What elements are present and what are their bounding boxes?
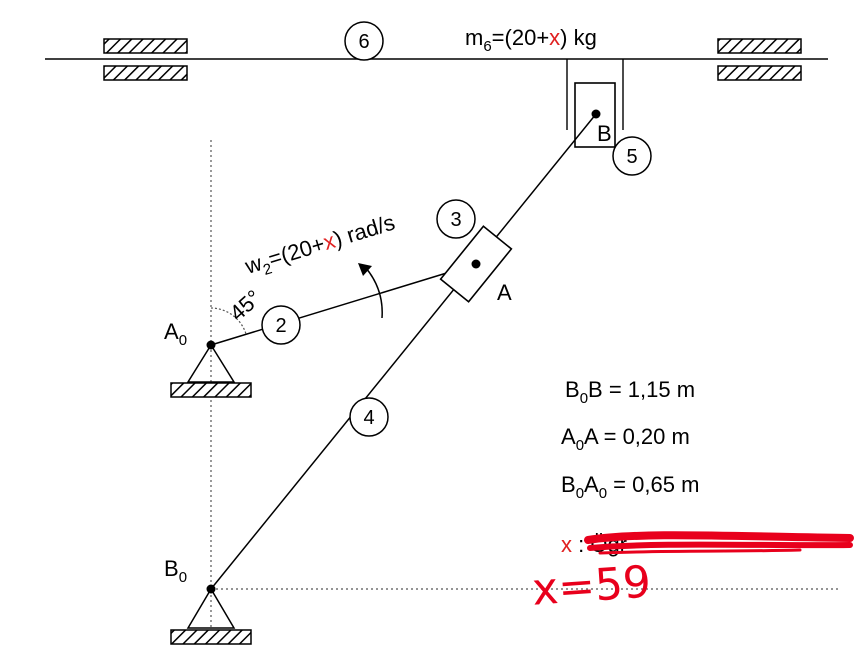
- link-number-6: 6: [344, 21, 384, 61]
- point-label-B: B: [597, 121, 612, 146]
- mass-label: m6=(20+x) kg: [465, 25, 597, 55]
- link-number-2: 2: [261, 305, 301, 345]
- svg-text:2: 2: [275, 315, 286, 337]
- rail-ground-right: [717, 38, 802, 81]
- dimension-B0B: B0B = 1,15 m: [565, 377, 695, 407]
- svg-text:3: 3: [450, 209, 461, 231]
- rotation-arrow-icon: [365, 267, 383, 319]
- ground-support-A0: [170, 343, 252, 398]
- dimension-B0A0: B0A0 = 0,65 m: [561, 472, 699, 502]
- svg-text:5: 5: [626, 146, 637, 168]
- ground-support-B0: [170, 587, 252, 645]
- svg-text:4: 4: [363, 407, 374, 429]
- point-label-B0: B0: [164, 556, 187, 586]
- link-2: [210, 263, 477, 346]
- dimension-A0A: A0A = 0,20 m: [561, 424, 690, 454]
- redaction-scribble: [584, 531, 854, 555]
- joint-B: [591, 109, 601, 119]
- joint-A: [471, 259, 481, 269]
- link-number-3: 3: [436, 199, 476, 239]
- angle-label: 45°: [225, 285, 266, 326]
- angle-arc: [210, 307, 247, 335]
- link-number-5: 5: [612, 136, 652, 176]
- omega-label: w2=(20+x) rad/s: [241, 210, 399, 284]
- link-number-4: 4: [349, 397, 389, 437]
- link-4: [210, 113, 597, 590]
- point-label-A0: A0: [164, 319, 187, 349]
- svg-text:6: 6: [358, 31, 369, 53]
- point-label-A: A: [497, 280, 512, 305]
- block-5: [574, 82, 616, 148]
- arrowhead-icon: [358, 263, 372, 276]
- rail-ground-left: [103, 38, 188, 81]
- slider-6-body: [566, 59, 624, 130]
- handwritten-answer: x=59: [530, 557, 652, 616]
